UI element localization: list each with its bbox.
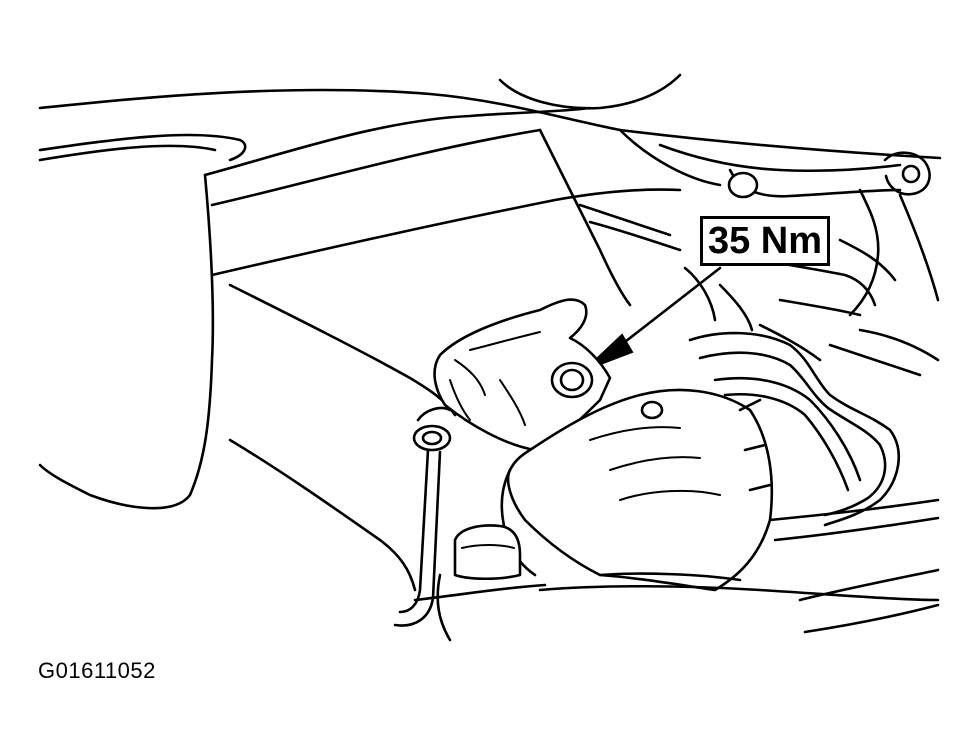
left-body-shape	[38, 128, 682, 592]
torque-label: 35 Nm	[707, 220, 823, 262]
torque-callout-box: 35 Nm	[700, 216, 830, 266]
hydraulic-tubes	[688, 331, 940, 542]
left-fitting-line	[393, 406, 452, 627]
reservoir-cap	[436, 524, 522, 642]
lower-panel-contours	[413, 572, 940, 602]
callout-leader	[584, 266, 722, 371]
figure-id-label: G01611052	[38, 658, 156, 683]
bolt-head	[550, 361, 594, 399]
pump-assembly	[433, 298, 774, 592]
upper-panel-contours	[38, 73, 942, 177]
right-engine-components	[618, 128, 940, 634]
